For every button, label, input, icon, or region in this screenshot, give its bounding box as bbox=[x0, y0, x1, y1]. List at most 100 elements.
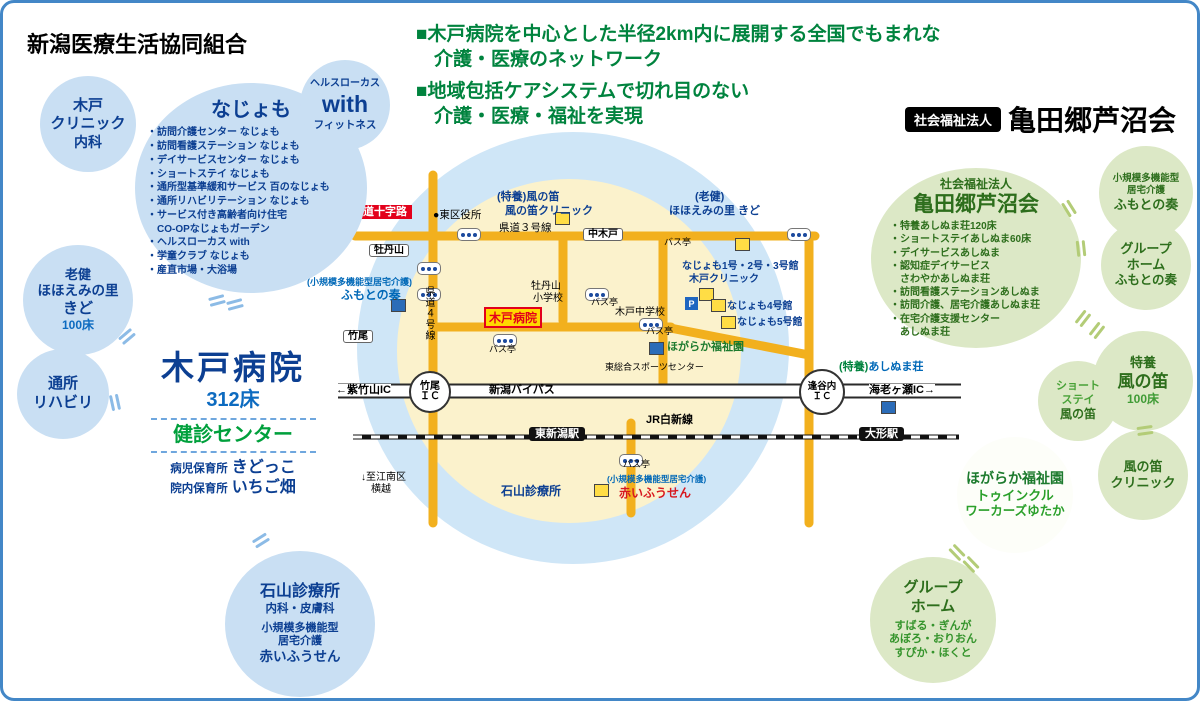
bus-stop-icon bbox=[417, 262, 441, 275]
map-label-ic-shichikuyama: ←紫竹山IC bbox=[336, 384, 391, 397]
ic-takeo-line2: ＩＣ bbox=[420, 391, 440, 402]
bus-stop-icon bbox=[787, 228, 811, 241]
bus-stop-label: バス亭 bbox=[591, 297, 619, 307]
place-plate-takeo: 竹尾 bbox=[343, 330, 373, 343]
circle-ashinuma: 社会福祉法人 亀田郷芦沼会 ・特養あしぬま荘120床 ・ショートステイあしぬま6… bbox=[871, 168, 1081, 348]
org-badge: 社会福祉法人 亀田郷芦沼会 bbox=[905, 99, 1176, 139]
bus-stop-icon bbox=[493, 334, 517, 347]
bus-stop-label: バス亭 bbox=[623, 459, 651, 469]
circle-fumoto-grouphome: グループ ホーム ふもとの奏 bbox=[1101, 220, 1191, 310]
map-label-najomo4: なじょも4号館 bbox=[727, 301, 793, 312]
nursery-byoji: 病児保育所 きどっこ bbox=[170, 458, 296, 478]
fumoto-kyotaku-line1: 小規模多機能型 bbox=[1112, 173, 1180, 184]
kaze-tokuyo-line1: 特養 bbox=[1129, 354, 1156, 370]
ashinuma-item: ・在宅介護支援センター bbox=[890, 313, 1000, 325]
headline-line2b: 介護・医療・福祉を実現 bbox=[434, 106, 644, 127]
with-line3: フィットネス bbox=[313, 119, 377, 132]
ishiyama-name: 赤いふうせん bbox=[259, 649, 341, 664]
building-marker-fumoto bbox=[391, 299, 406, 312]
najomo-item: ・訪問看護ステーション なじょも bbox=[147, 140, 300, 152]
org-badge-name: 亀田郷芦沼会 bbox=[1008, 105, 1177, 136]
rouken-line3: きど bbox=[62, 299, 93, 317]
fumoto-kyotaku-line2: 居宅介護 bbox=[1126, 184, 1165, 196]
map-label-kendo3: 県道３号線 bbox=[499, 222, 552, 234]
najomo-item: ・訪問介護センター なじょも bbox=[147, 127, 280, 139]
map-label-ashinuma-name: あしぬま荘 bbox=[868, 361, 924, 373]
building-marker-hohoemi bbox=[735, 238, 750, 251]
kaze-clinic-line1: 風の笛 bbox=[1123, 458, 1163, 474]
map-label-kaze-clinic: 風の笛クリニック bbox=[505, 205, 593, 217]
najomo-title: なじょも bbox=[211, 99, 291, 122]
link-mark bbox=[1136, 422, 1154, 439]
hospital-map-marker: 木戸病院 bbox=[484, 307, 543, 328]
fumoto-kyotaku-name: ふもとの奏 bbox=[1113, 196, 1179, 212]
map-label-to-konan2: 横越 bbox=[371, 484, 391, 495]
ashinuma-prefix: 社会福祉法人 bbox=[939, 177, 1012, 192]
map-label-hogaraka: ほがらか福祉園 bbox=[667, 341, 744, 353]
building-marker-ashinuma bbox=[881, 401, 896, 414]
map-label-ic-ebigase: 海老ヶ瀬IC→ bbox=[869, 384, 935, 397]
building-marker-najomo4 bbox=[711, 299, 726, 312]
ashinuma-item: ・訪問看護ステーションあしぬま bbox=[890, 287, 1040, 299]
kido-clinic-line2: クリニック bbox=[50, 115, 126, 133]
station-ogata: 大形駅 bbox=[859, 427, 904, 442]
circle-grouphome: グループ ホーム すばる・ぎんが あぼろ・おりおん すぴか・ほくと bbox=[870, 557, 996, 683]
hospital-beds: 312床 bbox=[206, 389, 260, 412]
map-label-ishiyama: 石山診療所 bbox=[501, 484, 562, 498]
kido-clinic-line3: 内科 bbox=[74, 134, 102, 150]
hogaraka-line3: ワーカーズゆたか bbox=[965, 504, 1065, 519]
place-plate-botanyama: 牡丹山 bbox=[369, 244, 409, 257]
link-mark bbox=[106, 393, 124, 412]
circle-rouken: 老健 ほほえみの里 きど 100床 bbox=[23, 245, 133, 355]
map-label-najomo5: なじょも5号館 bbox=[737, 317, 803, 328]
ishiyama-line4: 居宅介護 bbox=[278, 635, 322, 648]
ic-takeo: 竹尾 ＩＣ bbox=[409, 371, 451, 413]
headline-line1a: ■木戸病院を中心とした半径2km内に展開する全国でもまれな bbox=[416, 24, 941, 45]
fumoto-gh-line2: ホーム bbox=[1126, 257, 1166, 273]
building-marker-najomo5 bbox=[721, 316, 736, 329]
hospital-name: 木戸病院 bbox=[161, 348, 305, 386]
org-badge-prefix: 社会福祉法人 bbox=[905, 106, 1002, 132]
circle-tsusho-rehab: 通所 リハビリ bbox=[17, 349, 109, 439]
building-marker-kaze bbox=[555, 212, 570, 225]
ishiyama-title: 石山診療所 bbox=[259, 583, 340, 601]
rouken-beds: 100床 bbox=[61, 318, 95, 333]
najomo-item: ・ショートステイ なじょも bbox=[147, 168, 270, 180]
kaze-clinic-line2: クリニック bbox=[1110, 475, 1176, 490]
map-label-junior-high: 木戸中学校 bbox=[615, 307, 665, 318]
najomo-item: ・サービス付き高齢者向け住宅 bbox=[147, 209, 287, 221]
headline-line2a: ■地域包括ケアシステムで切れ目のない bbox=[416, 81, 750, 102]
najomo-item: ・通所リハビリテーション なじょも bbox=[147, 196, 310, 208]
circle-ishiyama: 石山診療所 内科・皮膚科 小規模多機能型 居宅介護 赤いふうせん bbox=[225, 551, 375, 697]
gh-item: すばる・ぎんが bbox=[894, 619, 972, 632]
map-label-ashinuma: (特養)あしぬま荘 bbox=[839, 361, 923, 373]
map-label-fumoto-name: ふもとの奏 bbox=[341, 288, 401, 302]
circle-najomo: なじょも ・訪問介護センター なじょも ・訪問看護ステーション なじょも ・デイ… bbox=[135, 83, 367, 293]
fumoto-gh-name: ふもとの奏 bbox=[1114, 273, 1178, 288]
tsusho-line1: 通所 bbox=[47, 375, 78, 393]
map-label-rouken-paren: (老健) bbox=[695, 191, 725, 203]
ashinuma-title: 亀田郷芦沼会 bbox=[913, 193, 1039, 217]
building-marker-ishiyama bbox=[594, 484, 609, 497]
innai-name: いちご畑 bbox=[231, 479, 296, 497]
bus-stop-label: バス亭 bbox=[646, 326, 674, 336]
bus-stop-icon bbox=[417, 288, 441, 301]
rouken-line1: 老健 bbox=[64, 266, 91, 282]
ashinuma-item: ・認知症デイサービス bbox=[890, 260, 990, 272]
kaze-tokuyo-beds: 100床 bbox=[1126, 392, 1160, 407]
gh-item: すぴか・ほくと bbox=[894, 647, 972, 660]
gh-line2: ホーム bbox=[910, 597, 956, 615]
bus-stop-label: バス亭 bbox=[489, 344, 517, 354]
map-label-akai-paren: (小規模多機能型居宅介護) bbox=[607, 474, 707, 484]
map-label-najomo123: なじょも1号・2号・3号館 bbox=[682, 261, 799, 272]
map-label-bypass: 新潟バイパス bbox=[489, 384, 555, 396]
najomo-item: ・ヘルスローカス with bbox=[147, 237, 250, 249]
hogaraka-title: ほがらか福祉園 bbox=[966, 470, 1064, 487]
bus-stop-icon bbox=[457, 228, 481, 241]
najomo-item: ・産直市場・大浴場 bbox=[147, 265, 237, 277]
map-label-kendo4: 県道４号線 bbox=[423, 286, 434, 341]
link-mark bbox=[1073, 240, 1090, 257]
map-label-ward-office: ●東区役所 bbox=[433, 209, 482, 221]
bus-stop-icon bbox=[639, 318, 663, 331]
